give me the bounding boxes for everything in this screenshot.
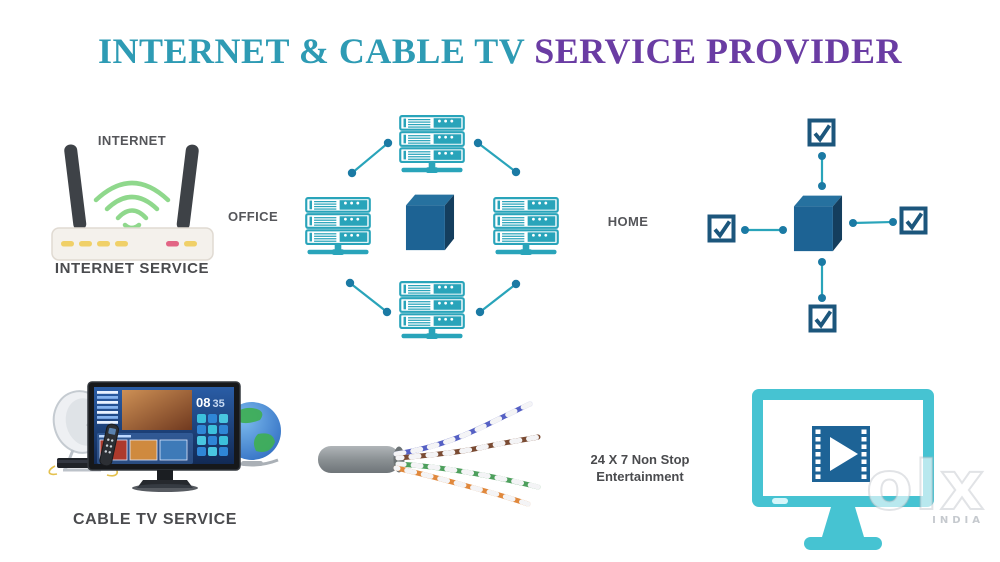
checkbox-icon — [808, 304, 837, 333]
connector-line — [349, 142, 517, 313]
title-internet-cable-tv: INTERNET & CABLE TV — [97, 31, 526, 71]
entertainment-line1: 24 X 7 Non Stop — [590, 452, 690, 467]
home-network-diagram — [707, 118, 928, 333]
router-body — [51, 227, 214, 261]
office-label: OFFICE — [227, 209, 279, 224]
video-play-icon — [812, 426, 870, 482]
tv-menu-sidebar — [97, 391, 118, 424]
twisted-pairs — [393, 401, 541, 507]
router-antenna-left — [64, 144, 87, 231]
monitor-stand-base — [804, 537, 882, 550]
server-rack-icon — [305, 196, 371, 257]
server-rack-icon — [399, 114, 465, 175]
title-service-provider: SERVICE PROVIDER — [534, 31, 903, 71]
connector-dot — [741, 152, 897, 302]
monitor-icon — [752, 389, 934, 550]
cable-tv-service-caption: CABLE TV SERVICE — [73, 511, 237, 528]
tv-stand-disc — [132, 484, 198, 492]
server-rack-icon — [493, 196, 559, 257]
remote-control-icon — [99, 423, 120, 467]
tv-movie-preview — [122, 390, 192, 430]
tv-stand-neck — [157, 470, 173, 480]
router-antenna-right — [176, 144, 199, 231]
connector-dot — [345, 138, 521, 317]
internet-service-caption: INTERNET SERVICE — [54, 260, 210, 277]
entertainment-caption: 24 X 7 Non Stop Entertainment — [571, 452, 709, 486]
checkbox-icon — [707, 214, 736, 243]
entertainment-line2: Entertainment — [596, 468, 684, 484]
monitor-power-button — [772, 498, 788, 504]
network-cube-icon — [793, 195, 843, 252]
wifi-icon — [93, 180, 171, 231]
ethernet-cable-icon — [318, 401, 541, 507]
server-rack-icon — [399, 280, 465, 341]
router-status-lights — [61, 241, 197, 247]
cable-jacket — [318, 446, 400, 473]
office-network-diagram — [305, 114, 559, 341]
internet-label: INTERNET — [97, 133, 167, 148]
checkbox-icon — [807, 118, 836, 147]
checkbox-icon — [899, 206, 928, 235]
home-label: HOME — [607, 214, 649, 229]
connector-line — [745, 156, 894, 298]
network-cube-icon — [405, 194, 455, 251]
monitor-stand-neck — [822, 507, 864, 537]
tv-app-grid — [197, 414, 228, 456]
router-icon — [51, 144, 214, 261]
